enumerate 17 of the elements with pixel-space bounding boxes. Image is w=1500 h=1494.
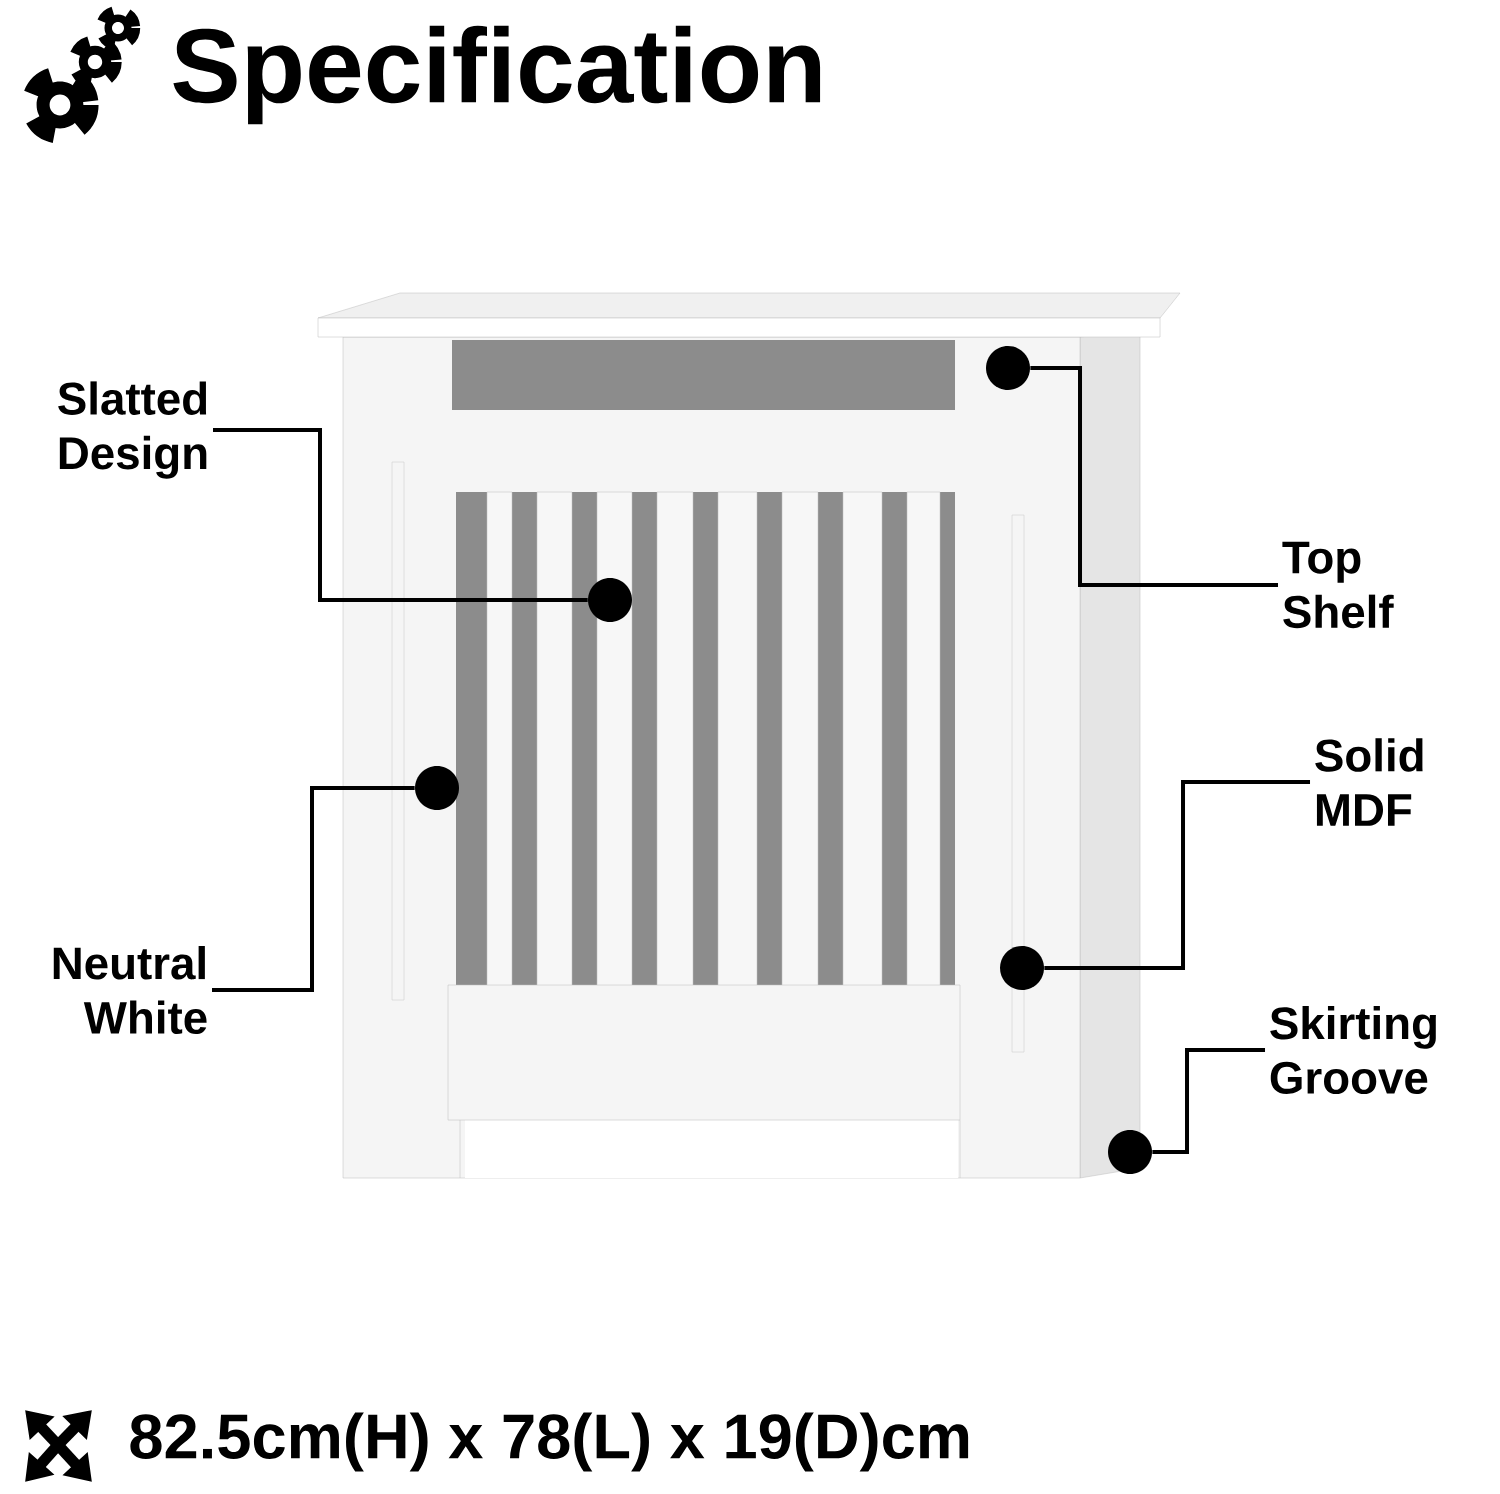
dimensions-text: 82.5cm(H) x 78(L) x 19(D)cm (130, 1412, 969, 1472)
callout-dot (588, 578, 632, 622)
leader-line (213, 428, 588, 602)
leader-line (1030, 366, 1278, 587)
callout-label: Slatted Design (58, 381, 207, 479)
callout-dot (415, 766, 459, 810)
callout-label: Neutral White (53, 946, 207, 1034)
callout-dot (1108, 1130, 1152, 1174)
callout-dot (1000, 946, 1044, 990)
callout-label: Skirting Groove (1270, 1006, 1436, 1094)
callout-dot (986, 346, 1030, 390)
leader-line (212, 786, 415, 992)
leader-line (1044, 780, 1310, 970)
callout-label: Top Shelf (1282, 541, 1394, 629)
title: Specification (173, 25, 821, 125)
callout-label: Solid MDF (1315, 738, 1423, 826)
leader-line (1152, 1048, 1265, 1154)
